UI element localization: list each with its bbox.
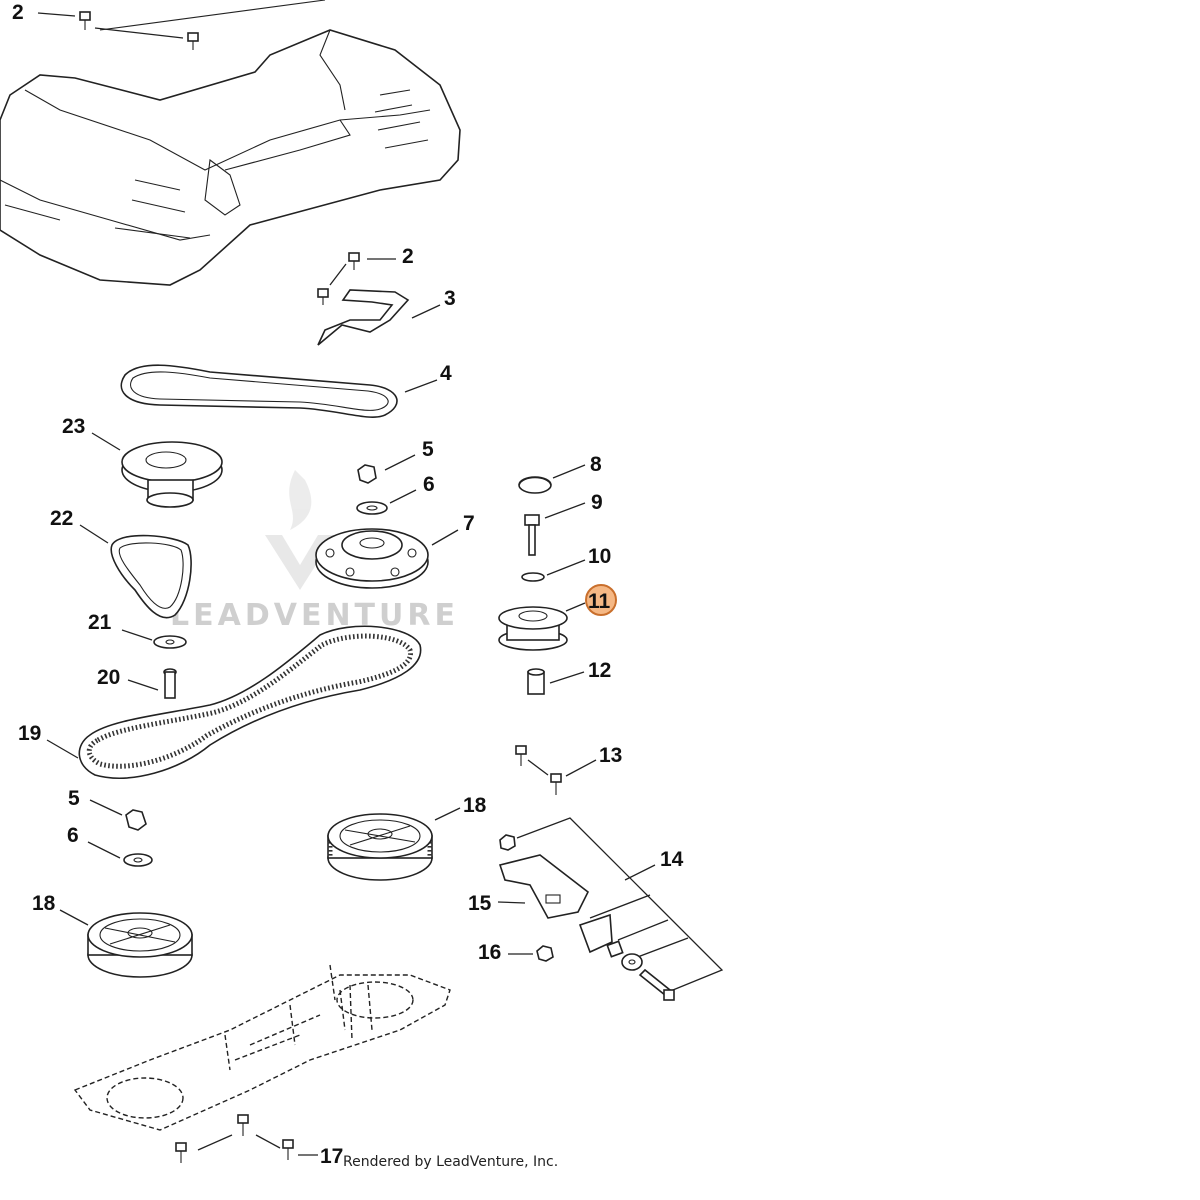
leader-10 [546,559,586,576]
leader-6b [87,841,121,859]
leader-3 [411,304,441,319]
callout-15: 15 [468,892,492,915]
part-14-washer [621,953,643,971]
callout-7: 7 [463,512,475,535]
leader-9 [544,502,586,519]
leader-8 [552,464,586,479]
callout-13: 13 [599,744,622,767]
callout-21: 21 [88,611,112,634]
callout-14: 14 [660,848,684,871]
part-23-v-pulley [121,441,223,508]
screw-2-top-a [79,11,91,30]
leader-18b [59,909,89,926]
callout-10: 10 [588,545,611,568]
callout-19: 19 [18,722,41,745]
part-5-nut-upper [357,464,377,484]
leader-2a-b [94,27,184,39]
part-6-washer-upper [356,501,388,515]
callout-6b: 6 [67,824,79,847]
part-15-plate [498,854,590,919]
part-14-nut [499,834,516,851]
part-5-nut-lower [125,809,147,831]
callout-2b: 2 [402,245,414,268]
part-18-timing-pulley-lower [87,912,193,978]
callout-17: 17 [320,1145,343,1168]
callout-11-highlight[interactable] [585,584,617,616]
cover-housing [0,0,461,286]
leader-5a [384,454,416,471]
callout-5b: 5 [68,787,80,810]
part-4-v-belt [120,364,398,418]
part-11-idler-pulley [498,606,568,651]
callout-5a: 5 [422,438,434,461]
part-14-clip [578,913,613,954]
leader-2b-b [329,263,347,286]
leader-22 [79,524,109,544]
leader-13 [565,759,597,777]
part-19-timing-belt [78,625,422,779]
part-12-spacer [527,668,545,695]
part-20-pin [163,668,177,699]
leader-17-a [197,1134,233,1151]
callout-20: 20 [97,666,120,689]
part-13-screw-a [515,745,527,766]
callout-12: 12 [588,659,611,682]
leader-7 [431,529,459,546]
leader-20 [127,679,159,691]
callout-22: 22 [50,507,73,530]
callout-11[interactable]: 11 [588,590,611,613]
part-8-cap [518,476,552,494]
part-17-screw-c [282,1139,294,1160]
part-14-assembly-bracket [516,817,724,993]
callout-8: 8 [590,453,602,476]
leader-6a [389,489,417,504]
part-14-spring [606,940,624,958]
leader-21 [121,629,153,641]
leader-2a [37,12,76,17]
part-3-belt-guard [317,289,410,346]
part-10-washer [521,572,545,582]
callout-3: 3 [444,287,456,310]
leader-18a [434,807,461,821]
callout-9: 9 [591,491,603,514]
callout-2a: 2 [12,1,24,24]
part-17-screw-a [175,1142,187,1163]
leader-11 [565,602,586,612]
part-9-bolt [524,514,540,556]
part-6-washer-lower [123,853,153,867]
leader-13-a [527,759,549,776]
leader-5b [89,799,123,816]
callout-18b: 18 [32,892,56,915]
deck-frame [73,964,451,1131]
leader-23 [91,432,121,451]
part-16-nut [536,945,554,962]
callout-4: 4 [440,362,452,385]
part-7-flange-pulley [315,528,429,589]
footer-credit: Rendered by LeadVenture, Inc. [343,1154,558,1170]
screw-2-mid-b [317,288,329,305]
part-21-washer [153,635,187,649]
leader-14 [624,864,656,881]
leader-17-b [255,1134,281,1149]
leader-12 [549,671,585,684]
screw-2-top-b [187,32,199,50]
callout-6a: 6 [423,473,435,496]
screw-2-mid-a [348,252,360,270]
part-17-screw-b [237,1114,249,1136]
part-13-screw-b [550,773,562,795]
callout-23: 23 [62,415,85,438]
leader-19 [46,739,79,759]
callout-18a: 18 [463,794,487,817]
leader-15 [497,901,526,904]
part-22-small-belt [110,534,192,619]
part-18-timing-pulley-upper [327,813,433,881]
part-14-bolt [638,968,675,1001]
callout-16: 16 [478,941,501,964]
leader-4 [404,379,438,393]
watermark-text: LEADVENTURE [170,598,459,633]
